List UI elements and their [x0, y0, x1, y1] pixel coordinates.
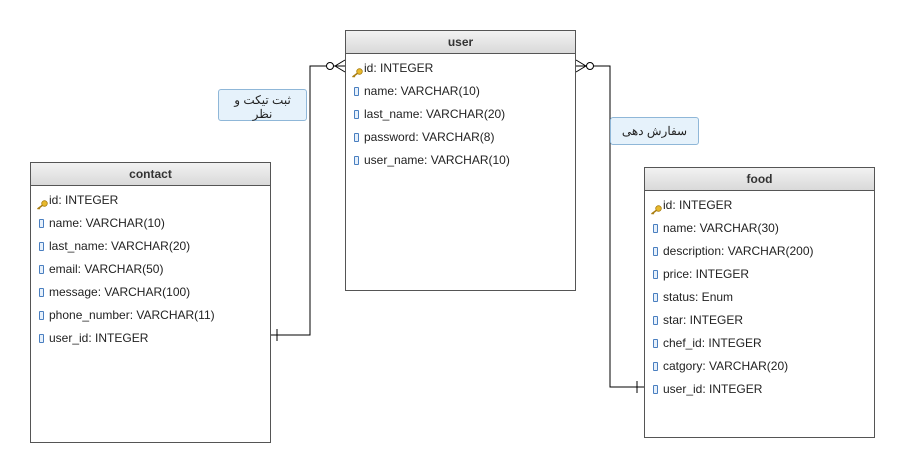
field-list: id: INTEGER name: VARCHAR(10) last_name: V… — [31, 186, 270, 350]
note-contact-relationship: ثبت تیکت و نظر — [218, 89, 307, 121]
column-icon — [39, 265, 44, 274]
column-icon — [39, 219, 44, 228]
field-row[interactable]: message: VARCHAR(100) — [31, 281, 270, 304]
entity-food[interactable]: food id: INTEGER name: VARCHAR(30) descrip… — [644, 167, 875, 438]
field-list: id: INTEGER name: VARCHAR(30) description:… — [645, 191, 874, 401]
entity-contact[interactable]: contact id: INTEGER name: VARCHAR(10) last… — [30, 162, 271, 443]
entity-user[interactable]: user id: INTEGER name: VARCHAR(10) last_na… — [345, 30, 576, 291]
column-icon — [39, 334, 44, 343]
field-row[interactable]: price: INTEGER — [645, 263, 874, 286]
column-icon — [354, 110, 359, 119]
field-row[interactable]: password: VARCHAR(8) — [346, 126, 575, 149]
field-label: name: VARCHAR(10) — [49, 216, 165, 230]
note-food-relationship: سفارش دهی — [610, 117, 699, 145]
column-icon — [354, 156, 359, 165]
field-label: price: INTEGER — [663, 267, 750, 281]
field-row[interactable]: last_name: VARCHAR(20) — [31, 235, 270, 258]
field-label: description: VARCHAR(200) — [663, 244, 814, 258]
key-icon — [351, 63, 363, 78]
column-icon — [354, 133, 359, 142]
field-label: id: INTEGER — [49, 193, 119, 207]
field-label: last_name: VARCHAR(20) — [364, 107, 506, 121]
field-row[interactable]: user_id: INTEGER — [645, 378, 874, 401]
field-label: user_name: VARCHAR(10) — [364, 153, 510, 167]
column-icon — [653, 224, 658, 233]
relationship-user-food — [575, 59, 644, 393]
column-icon — [653, 316, 658, 325]
entity-title: contact — [31, 163, 270, 186]
field-row[interactable]: chef_id: INTEGER — [645, 332, 874, 355]
column-icon — [653, 339, 658, 348]
field-label: user_id: INTEGER — [49, 331, 149, 345]
key-icon — [650, 200, 662, 215]
field-row[interactable]: user_name: VARCHAR(10) — [346, 149, 575, 172]
column-icon — [39, 242, 44, 251]
field-label: id: INTEGER — [663, 198, 733, 212]
column-icon — [354, 87, 359, 96]
field-row[interactable]: name: VARCHAR(10) — [31, 212, 270, 235]
zero-circle — [586, 62, 594, 70]
field-label: status: Enum — [663, 290, 734, 304]
entity-title: food — [645, 168, 874, 191]
field-row[interactable]: name: VARCHAR(10) — [346, 80, 575, 103]
field-label: last_name: VARCHAR(20) — [49, 239, 191, 253]
field-list: id: INTEGER name: VARCHAR(10) last_name: V… — [346, 54, 575, 172]
field-row[interactable]: email: VARCHAR(50) — [31, 258, 270, 281]
column-icon — [39, 311, 44, 320]
crowfoot-upper — [334, 59, 346, 67]
field-row[interactable]: star: INTEGER — [645, 309, 874, 332]
field-row[interactable]: id: INTEGER — [645, 194, 874, 217]
field-row[interactable]: user_id: INTEGER — [31, 327, 270, 350]
field-row[interactable]: last_name: VARCHAR(20) — [346, 103, 575, 126]
column-icon — [653, 385, 658, 394]
column-icon — [653, 362, 658, 371]
field-label: chef_id: INTEGER — [663, 336, 762, 350]
field-row[interactable]: status: Enum — [645, 286, 874, 309]
field-label: phone_number: VARCHAR(11) — [49, 308, 215, 322]
zero-circle — [326, 62, 334, 70]
crowfoot-lower — [575, 65, 587, 73]
field-row[interactable]: phone_number: VARCHAR(11) — [31, 304, 270, 327]
column-icon — [653, 247, 658, 256]
crowfoot-upper — [575, 59, 587, 67]
field-label: name: VARCHAR(30) — [663, 221, 779, 235]
column-icon — [39, 288, 44, 297]
column-icon — [653, 293, 658, 302]
field-label: user_id: INTEGER — [663, 382, 763, 396]
key-icon — [36, 195, 48, 210]
field-row[interactable]: id: INTEGER — [346, 57, 575, 80]
field-row[interactable]: catgory: VARCHAR(20) — [645, 355, 874, 378]
entity-title: user — [346, 31, 575, 54]
relationship-user-contact — [270, 59, 346, 341]
field-row[interactable]: id: INTEGER — [31, 189, 270, 212]
field-row[interactable]: name: VARCHAR(30) — [645, 217, 874, 240]
field-row[interactable]: description: VARCHAR(200) — [645, 240, 874, 263]
field-label: password: VARCHAR(8) — [364, 130, 495, 144]
column-icon — [653, 270, 658, 279]
field-label: id: INTEGER — [364, 61, 434, 75]
field-label: star: INTEGER — [663, 313, 744, 327]
field-label: catgory: VARCHAR(20) — [663, 359, 789, 373]
field-label: email: VARCHAR(50) — [49, 262, 164, 276]
field-label: name: VARCHAR(10) — [364, 84, 480, 98]
crowfoot-lower — [334, 65, 346, 73]
field-label: message: VARCHAR(100) — [49, 285, 191, 299]
